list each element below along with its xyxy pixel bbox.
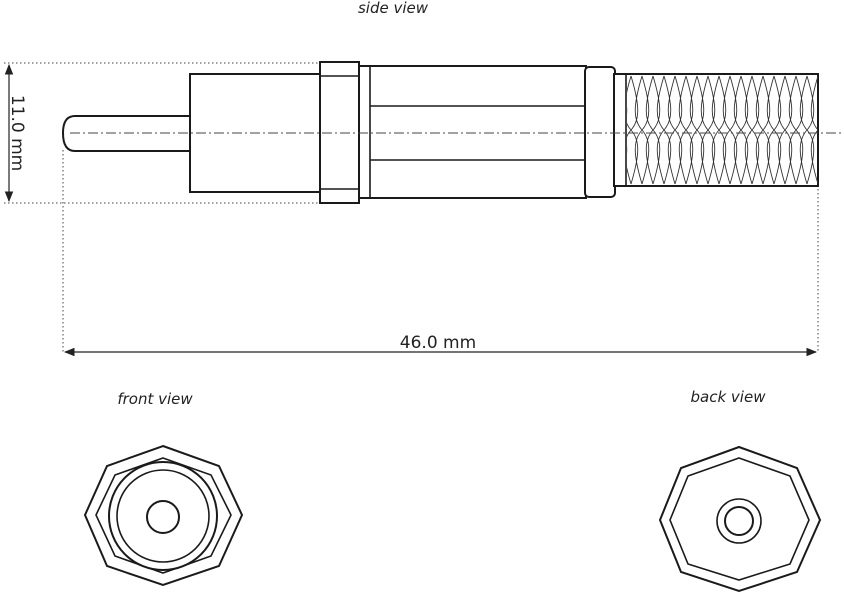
plug-body [358,65,587,199]
height-dimension-label: 11.0 mm [7,95,27,171]
side-view-label: side view [358,0,429,17]
spring-coil-wire [810,76,818,185]
strain-relief-spring [613,73,819,187]
front-shell-inner-ring [116,469,210,563]
spring-coil-wire [810,75,818,184]
rear-collar [584,66,616,198]
length-dimension-label: 46.0 mm [400,333,476,353]
back-view-label: back view [691,388,767,406]
spring-coils [627,75,818,185]
back-cable-inner [724,506,754,536]
back-cable-outer [716,498,762,544]
front-view-label: front view [117,390,193,408]
front-center-pin [146,500,180,534]
front-hex-inner [95,457,232,574]
back-hex-inner [669,457,810,581]
